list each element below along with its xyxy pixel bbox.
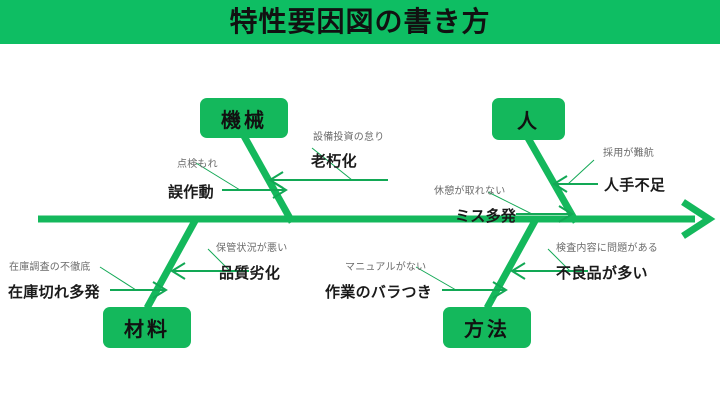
category-label-method: 方法 — [464, 317, 510, 341]
minor-connector-zaikochousa — [99, 266, 137, 291]
category-label-material: 材料 — [124, 317, 170, 341]
minor-connector-kensa — [547, 248, 571, 272]
minor-cause-machine-1: 設備投資の怠り — [313, 132, 385, 143]
minor-cause-machine-2: 点検もれ — [177, 159, 218, 170]
branch-rib-people — [524, 136, 580, 224]
minor-cause-material-2: 在庫調査の不徹底 — [9, 262, 91, 273]
major-cause-material-1: 品質劣化 — [219, 264, 281, 282]
cause-arrow-zaikogire — [99, 266, 168, 299]
major-cause-people-1: 人手不足 — [604, 176, 666, 194]
major-cause-people-2: ミス多発 — [455, 207, 517, 225]
major-cause-material-2: 在庫切れ多発 — [8, 283, 100, 301]
minor-cause-people-2: 休憩が取れない — [434, 186, 506, 197]
minor-connector-saiyou — [567, 159, 595, 185]
minor-cause-people-1: 採用が難航 — [603, 148, 654, 159]
branch-rib-method — [483, 217, 540, 310]
cause-arrow-hitodebusoku — [552, 159, 598, 193]
major-cause-method-2: 作業のバラつき — [325, 283, 433, 301]
cause-arrow-misutahatsu — [487, 191, 574, 223]
branch-rib-material — [143, 217, 200, 310]
major-cause-method-1: 不良品が多い — [556, 264, 648, 282]
minor-connector-hokan — [207, 248, 231, 272]
category-box-method[interactable]: 方法 — [443, 307, 531, 348]
minor-connector-manual — [415, 266, 457, 291]
spine-arrowhead-icon — [681, 199, 716, 239]
category-label-machine: 機械 — [221, 107, 267, 132]
cause-arrow-furyouhin — [510, 248, 588, 280]
header-bar — [0, 0, 720, 44]
cause-arrow-gosadou — [195, 162, 288, 199]
category-label-people: 人 — [517, 108, 540, 133]
major-cause-machine-2: 誤作動 — [168, 183, 214, 201]
minor-cause-method-2: マニュアルがない — [345, 262, 427, 273]
page-title: 特性要因図の書き方 — [229, 5, 491, 38]
cause-arrow-sagyoubaratsuki — [415, 266, 508, 299]
minor-connector-setsubi — [311, 147, 353, 181]
branch-rib-machine — [240, 134, 296, 224]
cause-arrow-hinshitsurekka — [170, 248, 249, 280]
category-box-material[interactable]: 材料 — [103, 307, 191, 348]
minor-cause-method-1: 検査内容に問題がある — [556, 243, 658, 254]
minor-cause-material-1: 保管状況が悪い — [216, 243, 288, 254]
category-box-people[interactable]: 人 — [492, 98, 565, 140]
minor-connector-tenken — [195, 162, 241, 191]
category-box-machine[interactable]: 機械 — [200, 98, 288, 138]
minor-connector-kyuukei — [487, 191, 533, 215]
major-cause-machine-1: 老朽化 — [311, 152, 357, 170]
spine-group — [38, 199, 716, 239]
